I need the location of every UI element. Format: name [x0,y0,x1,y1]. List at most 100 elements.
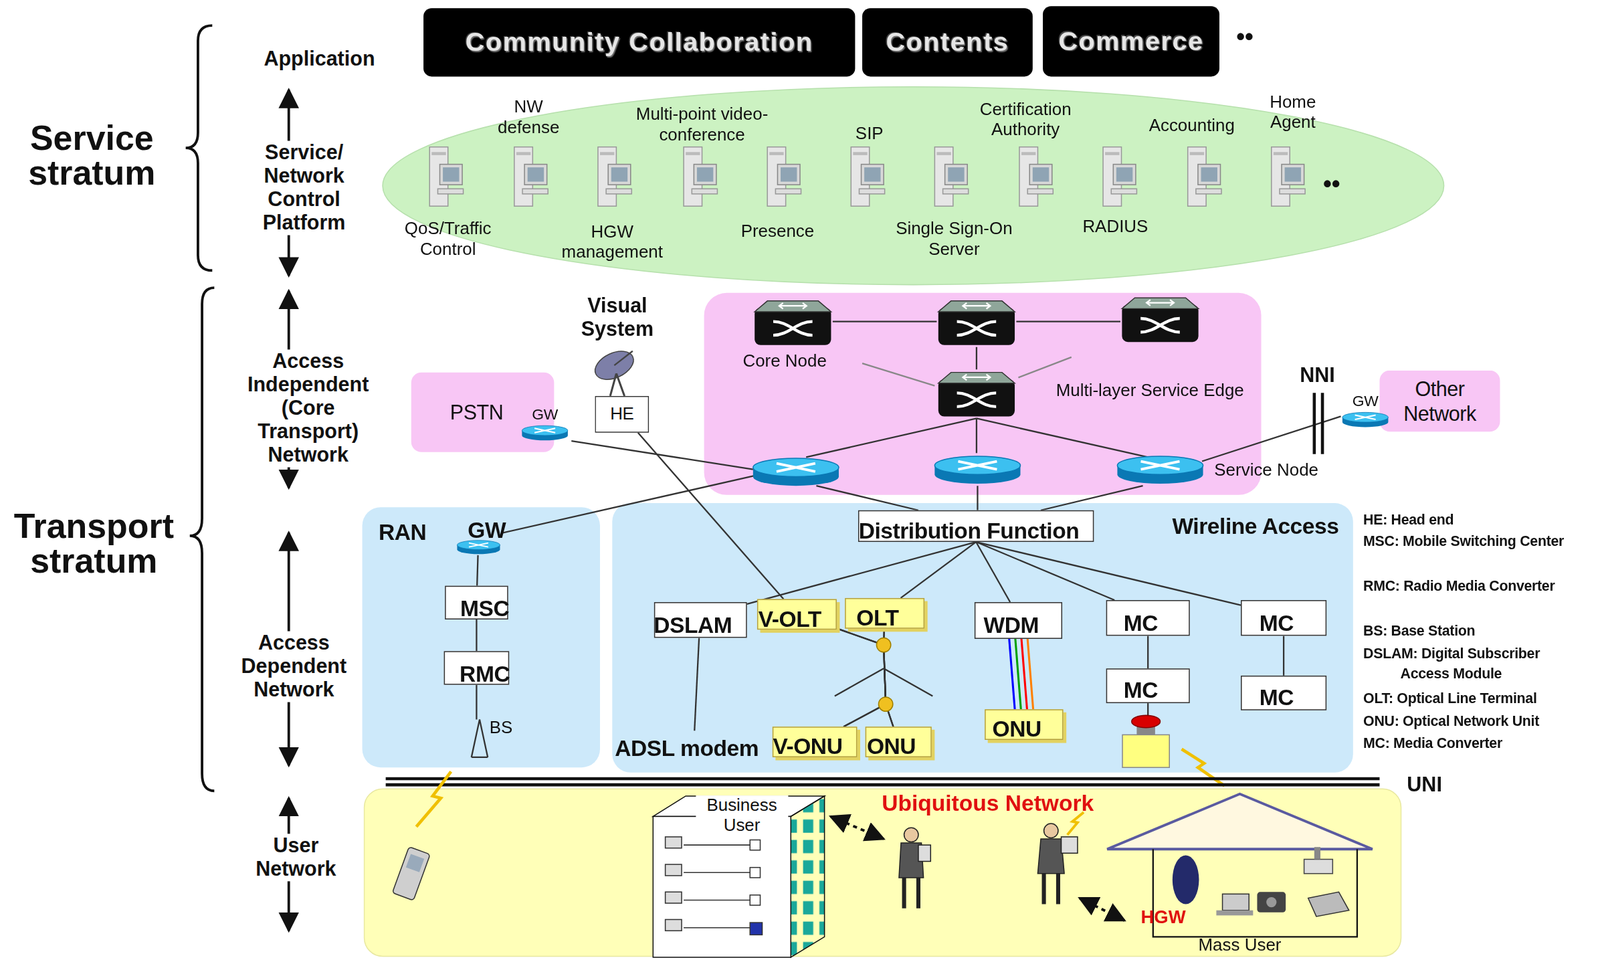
router-icon [1341,409,1389,431]
node-text: RMC [459,660,510,688]
optical-unit-box: V-ONU [772,726,858,758]
gateway-router: GW [1338,392,1392,438]
legend-note: MC: Media Converter [1363,733,1586,754]
legend-note: BS: Base Station [1363,621,1586,642]
node-text: ONU [866,733,916,761]
node-text: GW [467,522,506,539]
text-label: User Network [244,833,348,881]
text-label: HGW management [545,222,679,263]
connector [476,619,478,651]
text-label: Service Node [1207,460,1325,481]
connector-line [1027,638,1033,710]
node-text: PSTN [450,400,504,425]
node-text: GW [1352,392,1378,409]
text-label: Access Independent (Core Transport) Netw… [242,349,375,467]
node-text: DSLAM [653,612,732,639]
node-text: Distribution Function [858,517,1080,545]
node-text: HE [610,404,634,425]
connector [694,637,699,731]
equipment-box: MC [1240,675,1327,711]
text-label: SIP [848,123,890,144]
text-label: Multi-point video-conference [615,104,789,145]
equipment-box: DSLAM [653,602,747,638]
text-label: •• [1224,22,1266,51]
connector-line [975,541,1241,606]
equipment-box: WDM [974,602,1063,639]
text-label: Presence [731,221,824,242]
text-label: Service stratum [10,120,174,190]
text-label: NNI [1291,363,1343,388]
legend-note: OLT: Optical Line Terminal [1363,688,1586,710]
text-label: Transport stratum [1,508,188,578]
access-region: Wireline Access Distribution FunctionDSLA… [612,503,1354,773]
connector [975,541,1011,603]
text-label: Service/ Network Control Platform [248,141,361,235]
connector [1147,635,1149,669]
optical-unit-box: ONU [984,709,1063,740]
equipment-box: MC [1106,668,1190,704]
text-label: Accounting [1141,115,1244,136]
node-text: WDM [983,612,1040,639]
router-icon [521,422,569,444]
text-label: Application [242,47,396,71]
equipment-box: Distribution Function [858,510,1094,542]
node-text: GW [531,406,558,423]
node-text: ADSL modem [614,735,759,763]
node-text: Wireline Access [1171,513,1339,540]
legend-note: MSC: Mobile Switching Center [1363,531,1586,552]
text-label: RADIUS [1074,216,1156,237]
node-text: RAN [378,519,427,546]
optical-unit-box: OLT [844,597,925,629]
text-label: Multi-layer Service Edge [1037,380,1263,401]
text-label: BS [485,717,517,738]
application-box: Contents [862,8,1033,77]
equipment-box: RMC [444,650,510,685]
connector-line [638,432,784,600]
node-text: Community Collaboration [465,26,814,59]
connector-line [1147,635,1149,669]
node-text: MSC [460,595,510,623]
text-label: •• [1311,169,1352,198]
connector [975,541,1241,606]
equipment-box: MC [1240,600,1327,636]
equipment-box: HE [594,395,649,433]
legend-note: HE: Head end [1363,510,1586,531]
gateway-router: GW [518,406,572,451]
text-label: UNI [1393,773,1456,797]
connector-line [694,637,699,731]
node-text: MC [1123,677,1158,705]
node-text: Commerce [1058,25,1204,57]
optical-unit-box: V-OLT [757,598,837,630]
text-label: Mass User [1188,935,1291,956]
connector-line [901,541,977,598]
gateway-router: GW [452,510,506,556]
connector-line [975,541,1011,603]
optical-unit-box: ONU [865,726,932,758]
equipment-box: MSC [444,585,509,620]
legend-note: ONU: Optical Network Unit [1363,711,1586,732]
connector-line [1282,635,1285,675]
application-box: Community Collaboration [423,8,855,77]
equipment-box: MC [1106,600,1190,636]
connector-line [475,619,477,651]
node-text: ONU [992,716,1042,744]
device-label: ADSL modem [614,730,773,758]
application-box: Commerce [1042,6,1220,77]
text-label: Ubiquitous Network [865,789,1111,817]
node-text: MC [1123,609,1158,637]
node-text: V-OLT [758,606,822,633]
connector [901,541,977,598]
node-text: OLT [856,605,899,633]
connector-line [975,541,1115,600]
text-label: Visual System [571,293,663,341]
connector [476,555,478,586]
node-text: MC [1259,684,1294,712]
text-label: NW defense [490,97,567,138]
text-label: Single Sign-On Server [877,218,1031,259]
connector [975,541,1115,600]
node-text: MC [1259,609,1294,637]
text-label: QoS/Traffic Control [391,218,505,259]
